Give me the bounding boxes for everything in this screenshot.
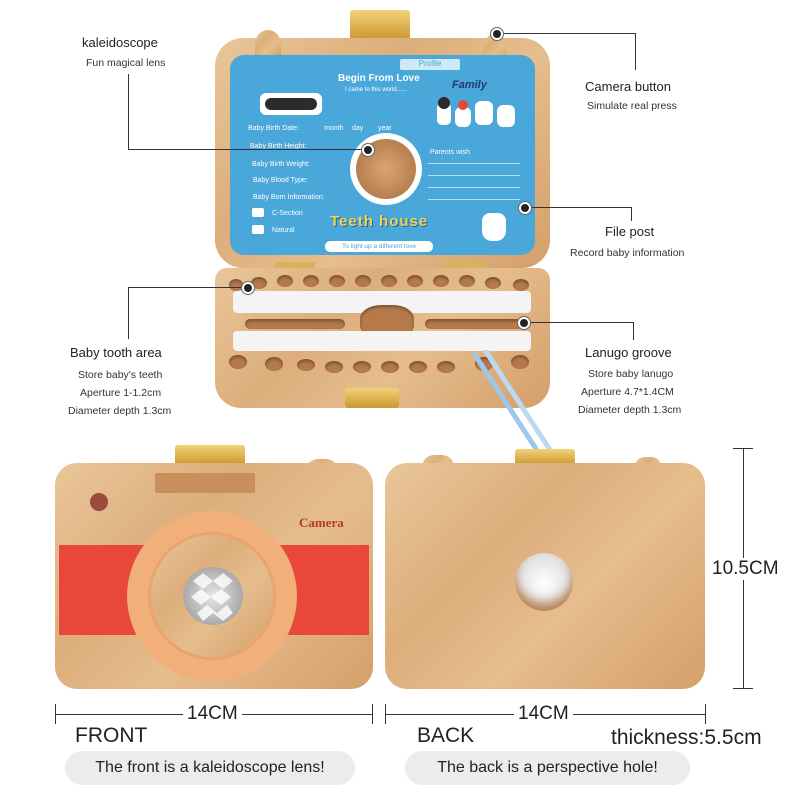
date-day: day	[352, 125, 364, 132]
height-label: 10.5CM	[710, 558, 781, 580]
date-month: month	[324, 125, 344, 132]
open-tooth-box: Profile Begin From Love I came to this w…	[205, 10, 565, 430]
kaleidoscope-knob	[255, 30, 281, 58]
back-width-label: 14CM	[514, 703, 573, 725]
option-natural: Natural	[272, 227, 295, 234]
camera-button-title: Camera button	[585, 79, 671, 94]
back-label: BACK	[417, 724, 475, 747]
front-camera: Camera	[55, 445, 373, 690]
front-dot-icon	[90, 493, 108, 511]
thickness-label: thickness:5.5cm	[611, 726, 762, 749]
front-brand: Camera	[299, 515, 344, 530]
callout-dot	[242, 282, 254, 294]
top-clasp	[350, 10, 410, 40]
lid-lens-hole	[350, 133, 422, 205]
field-born-info: Baby Born Information:	[253, 194, 325, 201]
perspective-hole	[515, 553, 573, 611]
field-birth-date: Baby Birth Date:	[248, 125, 299, 132]
front-caption: The front is a kaleidoscope lens!	[65, 751, 355, 785]
baby-tooth-line-2: Aperture 1-1.2cm	[80, 387, 162, 399]
camera-small-icon	[252, 225, 264, 234]
parents-wish: Parents wish	[430, 149, 471, 156]
hinge	[445, 262, 485, 270]
field-blood-type: Baby Blood Type:	[253, 177, 308, 184]
panel-subheading: I came to this world......	[345, 87, 407, 93]
baby-tooth-title: Baby tooth area	[70, 345, 162, 360]
file-post-title: File post	[605, 224, 655, 239]
brand-tagline: To light up a different love	[325, 241, 433, 252]
kaleidoscope-window	[183, 567, 243, 625]
profile-tab: Profile	[400, 59, 460, 70]
brand-logo: Teeth house	[330, 213, 429, 230]
hinge	[275, 262, 315, 270]
baby-tooth-line-1: Store baby's teeth	[78, 369, 163, 381]
back-caption: The back is a perspective hole!	[405, 751, 690, 785]
front-width-label: 14CM	[183, 703, 242, 725]
baby-tooth-line-3: Diameter depth 1.3cm	[68, 405, 172, 417]
front-top-strip	[155, 473, 255, 493]
lanugo-line-1: Store baby lanugo	[588, 368, 674, 380]
camera-button-sub: Simulate real press	[587, 100, 677, 112]
tooth-mascot-icon	[482, 213, 506, 241]
option-c-section: C-Section	[272, 210, 303, 217]
name-window	[260, 93, 322, 115]
camera-small-icon	[252, 208, 264, 217]
tooth-tray	[225, 275, 540, 375]
back-camera	[385, 445, 705, 690]
callout-dot	[491, 28, 503, 40]
field-birth-height: Baby Birth Height:	[250, 143, 307, 150]
lanugo-line-3: Diameter depth 1.3cm	[578, 404, 682, 416]
callout-dot	[518, 317, 530, 329]
family-label: Family	[452, 79, 487, 91]
panel-heading: Begin From Love	[338, 73, 420, 84]
date-year: year	[378, 125, 392, 132]
tweezers	[470, 350, 560, 460]
callout-dot	[519, 202, 531, 214]
kaleidoscope-title: kaleidoscope	[82, 35, 158, 50]
front-clasp	[345, 388, 399, 408]
front-clasp	[175, 445, 245, 465]
tooth-family-icon	[435, 95, 525, 131]
kaleidoscope-sub: Fun magical lens	[86, 57, 166, 69]
file-post-sub: Record baby information	[570, 247, 685, 259]
back-clasp	[515, 449, 575, 465]
callout-dot	[362, 144, 374, 156]
front-label: FRONT	[75, 724, 148, 747]
profile-panel: Profile Begin From Love I came to this w…	[230, 55, 535, 255]
lanugo-line-2: Aperture 4.7*1.4CM	[581, 386, 674, 398]
field-birth-weight: Baby Birth Weight:	[252, 161, 310, 168]
lanugo-title: Lanugo groove	[585, 345, 672, 360]
